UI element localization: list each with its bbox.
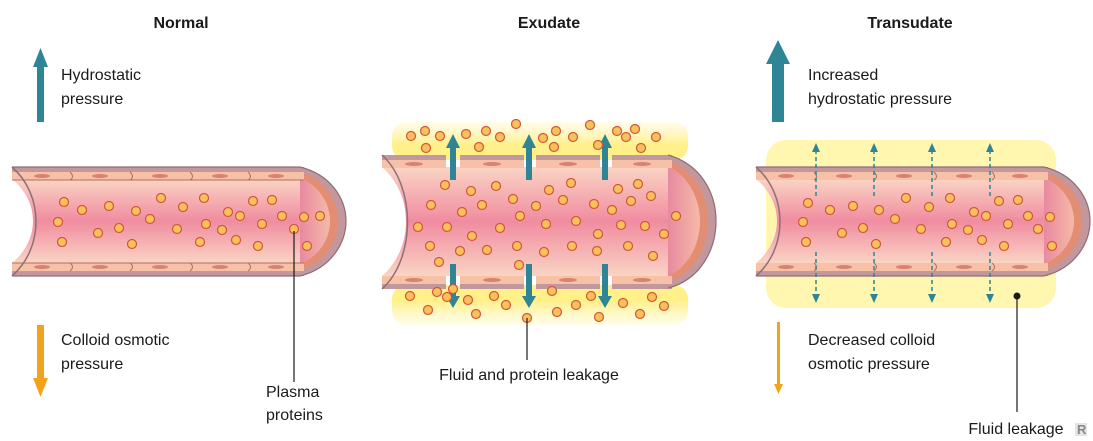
colloid-label-line2: pressure [61, 356, 123, 373]
colloid-pressure-arrow-icon [33, 325, 48, 397]
plasma-protein-label-line2: proteins [266, 407, 323, 424]
transudate-hydrostatic-line1: Increased [808, 67, 878, 84]
transudate-hydrostatic-line2: hydrostatic pressure [808, 91, 952, 108]
transudate-colloid-line2: osmotic pressure [808, 356, 930, 373]
panel-title-normal: Normal [153, 15, 208, 32]
hydrostatic-arrow-icon [33, 48, 48, 122]
panel-title-transudate: Transudate [867, 15, 952, 32]
hydrostatic-label-line1: Hydrostatic [61, 67, 141, 84]
hydrostatic-label-line2: pressure [61, 91, 123, 108]
decreased-colloid-arrow-icon [774, 322, 783, 394]
svg-text:R: R [1077, 422, 1087, 437]
brand-logo: R [1075, 422, 1087, 437]
normal-panel: Hydrostatic pressure [12, 48, 346, 424]
fluid-leak-label: Fluid leakage [968, 421, 1063, 438]
plasma-protein-label-line1: Plasma [266, 384, 319, 401]
transudate-colloid-line1: Decreased colloid [808, 332, 935, 349]
increased-hydrostatic-arrow-icon [766, 40, 790, 122]
transudate-panel: Increased hydrostatic pressure [756, 40, 1090, 438]
panel-title-exudate: Exudate [518, 15, 580, 32]
exudate-panel: Fluid and protein leakage [382, 120, 716, 385]
exudate-callout-label: Fluid and protein leakage [439, 367, 619, 384]
colloid-label-line1: Colloid osmotic [61, 332, 169, 349]
